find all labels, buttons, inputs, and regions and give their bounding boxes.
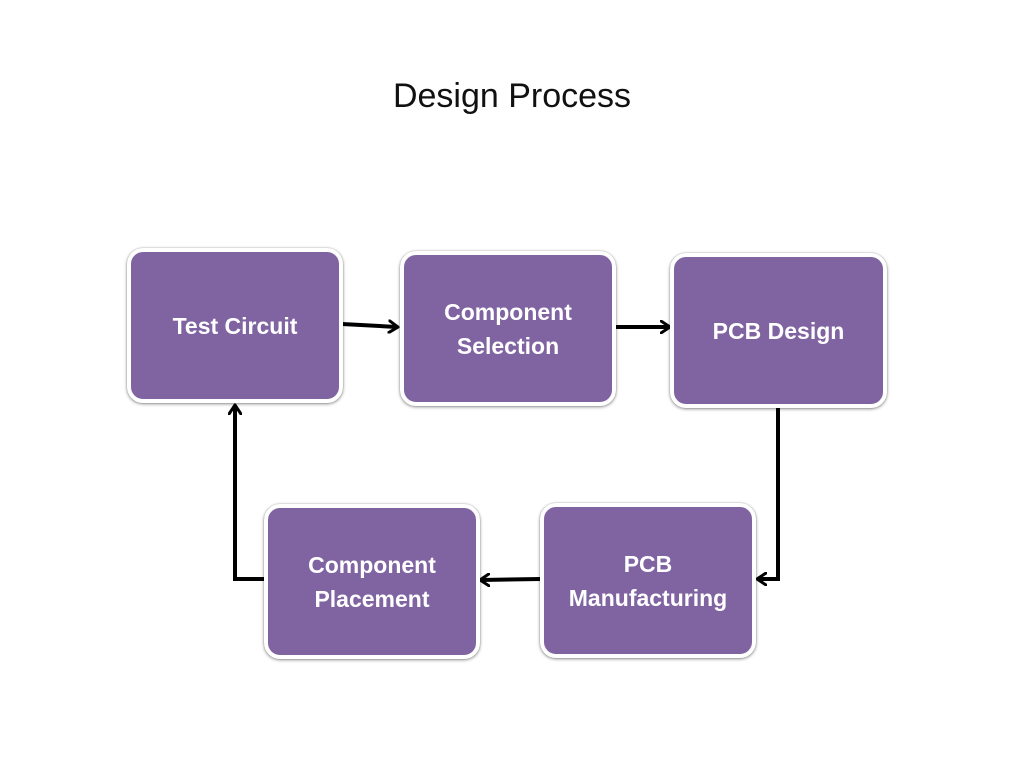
node-label-pcb-manufacturing: PCB Manufacturing: [568, 550, 728, 611]
node-label-component-selection: Component Selection: [444, 298, 572, 359]
edge-test-circuit-to-component-selection: [341, 324, 397, 327]
node-component-placement: Component Placement: [264, 504, 480, 659]
edge-component-placement-to-test-circuit: [235, 406, 264, 581]
node-label-test-circuit: Test Circuit: [172, 312, 298, 339]
node-pcb-design: PCB Design: [670, 253, 887, 408]
node-label-component-placement: Component Placement: [308, 551, 436, 612]
edge-pcb-design-to-pcb-manufacturing: [758, 407, 780, 579]
node-test-circuit: Test Circuit: [127, 248, 343, 403]
node-label-pcb-design: PCB Design: [712, 317, 845, 344]
node-pcb-manufacturing: PCB Manufacturing: [540, 503, 756, 658]
diagram-title: Design Process: [392, 77, 632, 115]
edge-pcb-manufacturing-to-component-placement: [481, 579, 541, 580]
node-component-selection: Component Selection: [400, 251, 616, 406]
